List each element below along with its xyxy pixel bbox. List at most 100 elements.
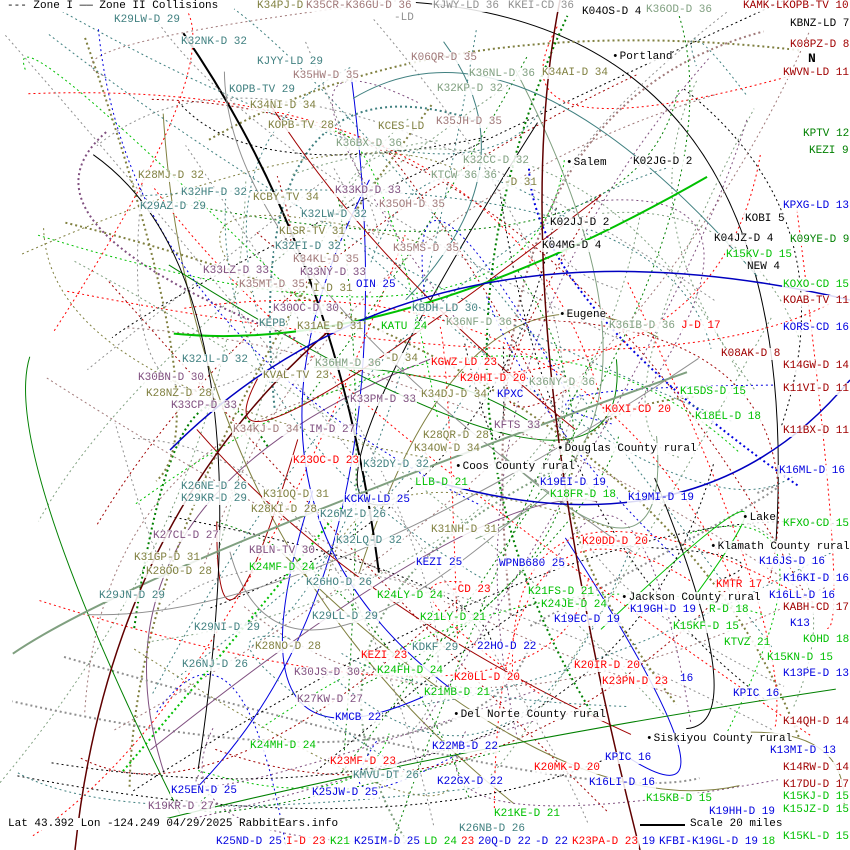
station-label[interactable]: KORS-CD 16 bbox=[782, 322, 850, 334]
station-label[interactable]: KEPB bbox=[258, 318, 287, 330]
station-label[interactable]: K04JZ-D 4 bbox=[713, 233, 775, 245]
station-label[interactable]: K16ML-D 16 bbox=[778, 465, 847, 477]
station-label[interactable]: K34KJ-D 34 bbox=[232, 424, 301, 436]
station-label[interactable]: KFXO-CD 15 bbox=[782, 518, 850, 530]
station-label[interactable]: KCKW-LD 25 bbox=[343, 494, 412, 506]
station-label[interactable]: K15KJ-D 15 bbox=[782, 791, 850, 803]
station-label[interactable]: K13 bbox=[789, 618, 811, 630]
station-label[interactable]: K22MB-D 22 bbox=[431, 741, 500, 753]
station-label[interactable]: KOPB-TV 28 bbox=[267, 120, 336, 132]
station-label[interactable]: K36HM-D 36 bbox=[314, 358, 383, 370]
station-label[interactable]: K26MZ-D 26 bbox=[319, 509, 388, 521]
station-label[interactable]: KWVN-LD 11 bbox=[782, 67, 850, 79]
station-label[interactable]: K29KR-D 29 bbox=[180, 493, 249, 505]
station-label[interactable]: K25EN-D 25 bbox=[170, 785, 239, 797]
station-label[interactable]: K31GP-D 31 bbox=[133, 552, 202, 564]
station-label[interactable]: K32LQ-D 32 bbox=[335, 535, 404, 547]
station-label[interactable]: K16LI-D 16 bbox=[588, 777, 657, 789]
station-label[interactable]: K29JN-D 29 bbox=[98, 590, 167, 602]
station-label[interactable]: KBLN-TV 30 bbox=[248, 545, 317, 557]
station-label[interactable]: KEZI 9 bbox=[808, 145, 850, 157]
station-label[interactable]: K19KR-D 27 bbox=[147, 801, 216, 813]
station-label[interactable]: K17DU-D 17 bbox=[782, 779, 850, 791]
station-label[interactable]: K29LL-D 29 bbox=[311, 611, 380, 623]
station-label[interactable]: K33PM-D 33 bbox=[349, 394, 418, 406]
station-label[interactable]: K28NO-D 28 bbox=[254, 641, 323, 653]
station-label[interactable]: K21LY-D 21 bbox=[419, 612, 488, 624]
station-label[interactable]: KOXO-CD 15 bbox=[782, 279, 850, 291]
station-label[interactable]: K08PZ-D 8 bbox=[789, 39, 850, 51]
station-label[interactable]: K22GX-D 22 bbox=[436, 776, 505, 788]
station-label[interactable]: KPIC 16 bbox=[604, 752, 653, 764]
station-label[interactable]: KOPB-TV 29 bbox=[228, 84, 297, 96]
station-label[interactable]: K19EC-D 19 bbox=[553, 614, 622, 626]
station-label[interactable]: KTCW 36 36 bbox=[430, 170, 499, 182]
station-label[interactable]: K14RW-D 14 bbox=[782, 762, 850, 774]
station-label[interactable]: K26HO-D 26 bbox=[305, 577, 374, 589]
station-label[interactable]: K04OS-D 4 bbox=[581, 6, 643, 18]
station-label[interactable]: KOAB-TV 11 bbox=[782, 295, 850, 307]
station-label[interactable]: K13MI-D 13 bbox=[769, 745, 838, 757]
station-label[interactable]: K29AZ-D 29 bbox=[139, 201, 208, 213]
station-label[interactable]: K36NY-D 36 bbox=[528, 377, 597, 389]
station-label[interactable]: K28QR-D 28 bbox=[422, 430, 491, 442]
station-label[interactable]: KEZI 25 bbox=[415, 557, 464, 569]
station-label[interactable]: K21MB-D 21 bbox=[423, 687, 492, 699]
station-label[interactable]: K31NH-D 31 bbox=[430, 524, 499, 536]
station-label[interactable]: K15DS-D 15 bbox=[679, 386, 748, 398]
station-label[interactable]: KAMK-LKOPB-TV 10 bbox=[742, 0, 850, 12]
station-label[interactable]: K02JJ-D 2 bbox=[549, 217, 611, 229]
station-label[interactable]: K13PE-D 13 bbox=[782, 668, 850, 680]
station-label[interactable]: K31OQ-D 31 bbox=[262, 489, 331, 501]
station-label[interactable]: K34KL-D 35 bbox=[292, 254, 361, 266]
station-label[interactable]: K28OO-D 28 bbox=[145, 566, 214, 578]
station-label[interactable]: K25ND-D 25 bbox=[215, 836, 284, 848]
station-label[interactable]: KPTV 12 bbox=[802, 128, 850, 140]
station-label[interactable]: KFTS 33 bbox=[493, 420, 542, 432]
station-label[interactable]: K25IM-D 25 bbox=[353, 836, 422, 848]
station-label[interactable]: K36NL-D 36 bbox=[468, 68, 537, 80]
station-label[interactable]: K28KI-D 28 bbox=[250, 504, 319, 516]
station-label[interactable]: 22HO-D 22 bbox=[476, 641, 538, 653]
station-label[interactable]: I-D 23 bbox=[285, 836, 327, 848]
station-label[interactable]: K23PN-D 23 bbox=[601, 676, 670, 688]
station-label[interactable]: K35MS-D 35 bbox=[392, 243, 461, 255]
station-label[interactable]: K27CL-D 27 bbox=[152, 530, 221, 542]
station-label[interactable]: K30BN-D 30 bbox=[137, 372, 206, 384]
station-label[interactable]: KATU 24 bbox=[380, 321, 429, 333]
station-label[interactable]: 18 bbox=[761, 836, 777, 848]
station-label[interactable]: K32JL-D 32 bbox=[181, 354, 250, 366]
station-label[interactable]: -CD 23 bbox=[450, 584, 492, 596]
station-label[interactable]: K33LZ-D 33 bbox=[202, 265, 271, 277]
station-label[interactable]: K19MI-D 19 bbox=[627, 492, 696, 504]
station-label[interactable]: K20DD-D 20 bbox=[581, 536, 650, 548]
station-label[interactable]: K15KV-D 15 bbox=[725, 249, 794, 261]
station-label[interactable]: K26NE-D 26 bbox=[180, 481, 249, 493]
station-label[interactable]: K26NB-D 26 bbox=[458, 823, 527, 835]
station-label[interactable]: -D 31 bbox=[503, 177, 539, 189]
station-label[interactable]: KPXC bbox=[496, 389, 525, 401]
station-label[interactable]: KDKF 29 bbox=[411, 642, 460, 654]
station-label[interactable]: KJYY-LD 29 bbox=[256, 56, 325, 68]
station-label[interactable]: K15KF-D 15 bbox=[672, 621, 741, 633]
station-label[interactable]: KCES-LD bbox=[377, 121, 426, 133]
station-label[interactable]: K20HI-D 20 bbox=[459, 373, 528, 385]
station-label[interactable]: K21FS-D 21 bbox=[527, 586, 596, 598]
station-label[interactable]: K14QH-D 14 bbox=[782, 716, 850, 728]
station-label[interactable]: KGWZ-LD 23 bbox=[430, 357, 499, 369]
station-label[interactable]: KFBI-K19GL-D 19 bbox=[658, 836, 760, 848]
station-label[interactable]: KMTR 17 bbox=[715, 579, 764, 591]
station-label[interactable]: K29NI-D 29 bbox=[193, 622, 262, 634]
station-label[interactable]: KOBI 5 bbox=[744, 213, 786, 225]
station-label[interactable]: K32NK-D 32 bbox=[180, 36, 249, 48]
station-label[interactable]: WPNB680 25 bbox=[498, 558, 567, 570]
station-label[interactable]: K20LL-D 20 bbox=[453, 672, 522, 684]
station-label[interactable]: K19GH-D 19 bbox=[629, 604, 698, 616]
station-label[interactable]: K26NJ-D 26 bbox=[181, 659, 250, 671]
station-label[interactable]: K24MF-D 24 bbox=[248, 562, 317, 574]
station-label[interactable]: K25JW-D 25 bbox=[311, 787, 380, 799]
station-label[interactable]: LD 24 bbox=[423, 836, 459, 848]
station-label[interactable]: K36BX-D 36 bbox=[335, 138, 404, 150]
station-label[interactable]: K30JS-D 30 bbox=[293, 667, 362, 679]
station-label[interactable]: -D 34 bbox=[384, 353, 420, 365]
